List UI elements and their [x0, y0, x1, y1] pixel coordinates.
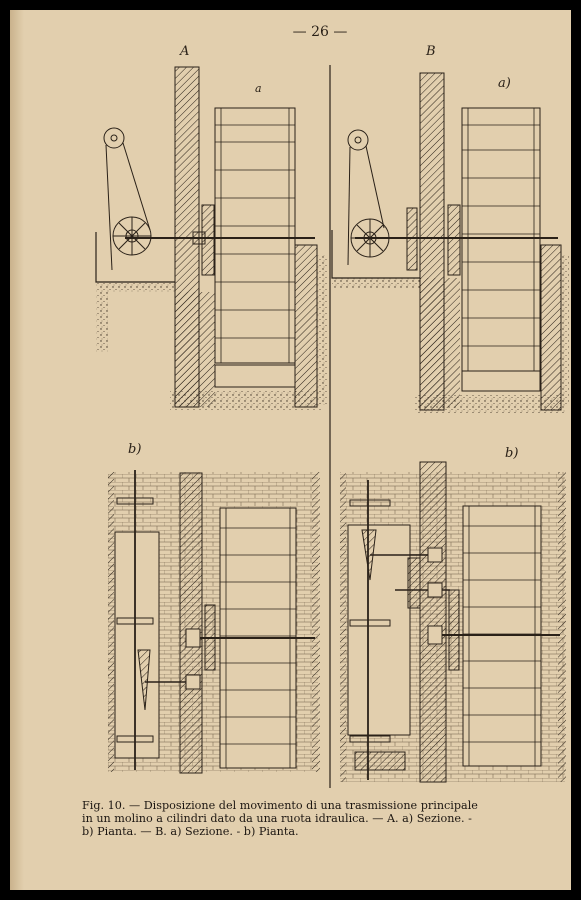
- section-B-a: [331, 72, 569, 413]
- label-sub-b-left: b): [128, 442, 142, 457]
- caption-line-1: Fig. 10. — Disposizione del movimento di…: [82, 799, 478, 812]
- plan-B-b: [340, 461, 566, 783]
- page-number: — 26 —: [292, 24, 348, 40]
- label-sub-b-right: b): [505, 446, 519, 461]
- label-sub-a-left: a: [255, 82, 262, 95]
- label-B: B: [426, 44, 436, 59]
- section-A-a: [95, 66, 327, 410]
- label-A: A: [180, 44, 190, 59]
- figure-10-drawing: [95, 65, 569, 788]
- label-sub-a-right: a): [498, 76, 511, 91]
- caption-line-3: b) Pianta. — B. a) Sezione. - b) Pianta.: [82, 825, 299, 838]
- figure-caption: Fig. 10. — Disposizione del movimento di…: [82, 799, 562, 838]
- book-page: — 26 — A B a a) b) b): [10, 10, 571, 890]
- caption-line-2: in un molino a cilindri dato da una ruot…: [82, 812, 472, 825]
- plan-A-b: [108, 470, 320, 774]
- page-spine-shadow: [10, 10, 24, 890]
